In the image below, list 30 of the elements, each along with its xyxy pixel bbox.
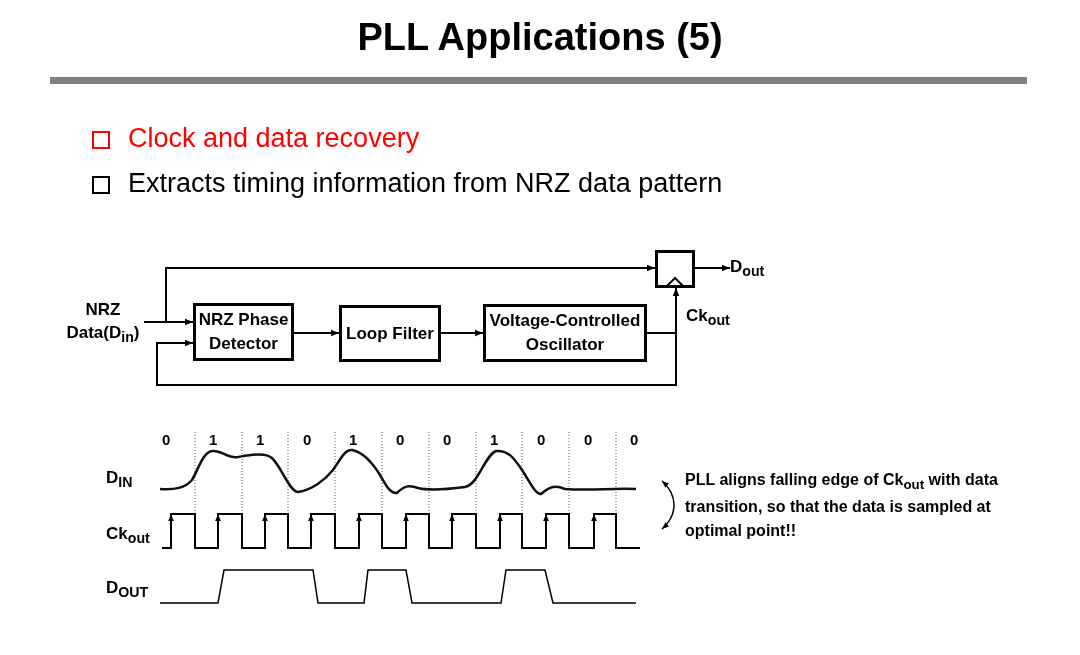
bullet-text: Clock and data recovery	[128, 123, 420, 154]
bullet-text: Extracts timing information from NRZ data pattern	[128, 168, 723, 199]
signal-label: D$_{IN}$	[106, 468, 133, 491]
bit-value: 1	[209, 431, 218, 448]
slide-title: PLL Applications (5)	[356, 16, 724, 59]
bit-value: 0	[443, 431, 452, 448]
bit-value: 0	[537, 431, 546, 448]
bit-value: 0	[162, 431, 171, 448]
process-box: NRZ Phase Detector	[193, 303, 294, 361]
arrow	[440, 329, 484, 337]
input-label: NRZ Data(D$_{in}$)	[62, 298, 144, 348]
bit-value: 0	[630, 431, 639, 448]
process-box: Voltage-Controlled Oscillator	[483, 304, 647, 362]
bit-value: 0	[396, 431, 405, 448]
signal-label: Ck$_{out}$	[106, 524, 150, 547]
flip-flop-symbol	[655, 250, 695, 288]
signal-label: Ck$_{out}$	[686, 306, 730, 329]
bit-value: 1	[490, 431, 499, 448]
arrow	[143, 264, 656, 323]
bit-value: 0	[303, 431, 312, 448]
arrow	[694, 264, 731, 272]
arrow	[293, 329, 340, 337]
note-text: PLL aligns falling edge of Ck$_{out}$ with data transition, so that the data is sampled at optimal point!!	[685, 470, 999, 542]
bit-value: 0	[584, 431, 593, 448]
bit-value: 1	[349, 431, 358, 448]
arrow	[156, 332, 677, 386]
signal-label: D$_{OUT}$	[106, 578, 149, 601]
bit-value: 1	[256, 431, 265, 448]
process-box: Loop Filter	[339, 305, 441, 362]
output-label: D$_{out}$	[730, 256, 772, 282]
